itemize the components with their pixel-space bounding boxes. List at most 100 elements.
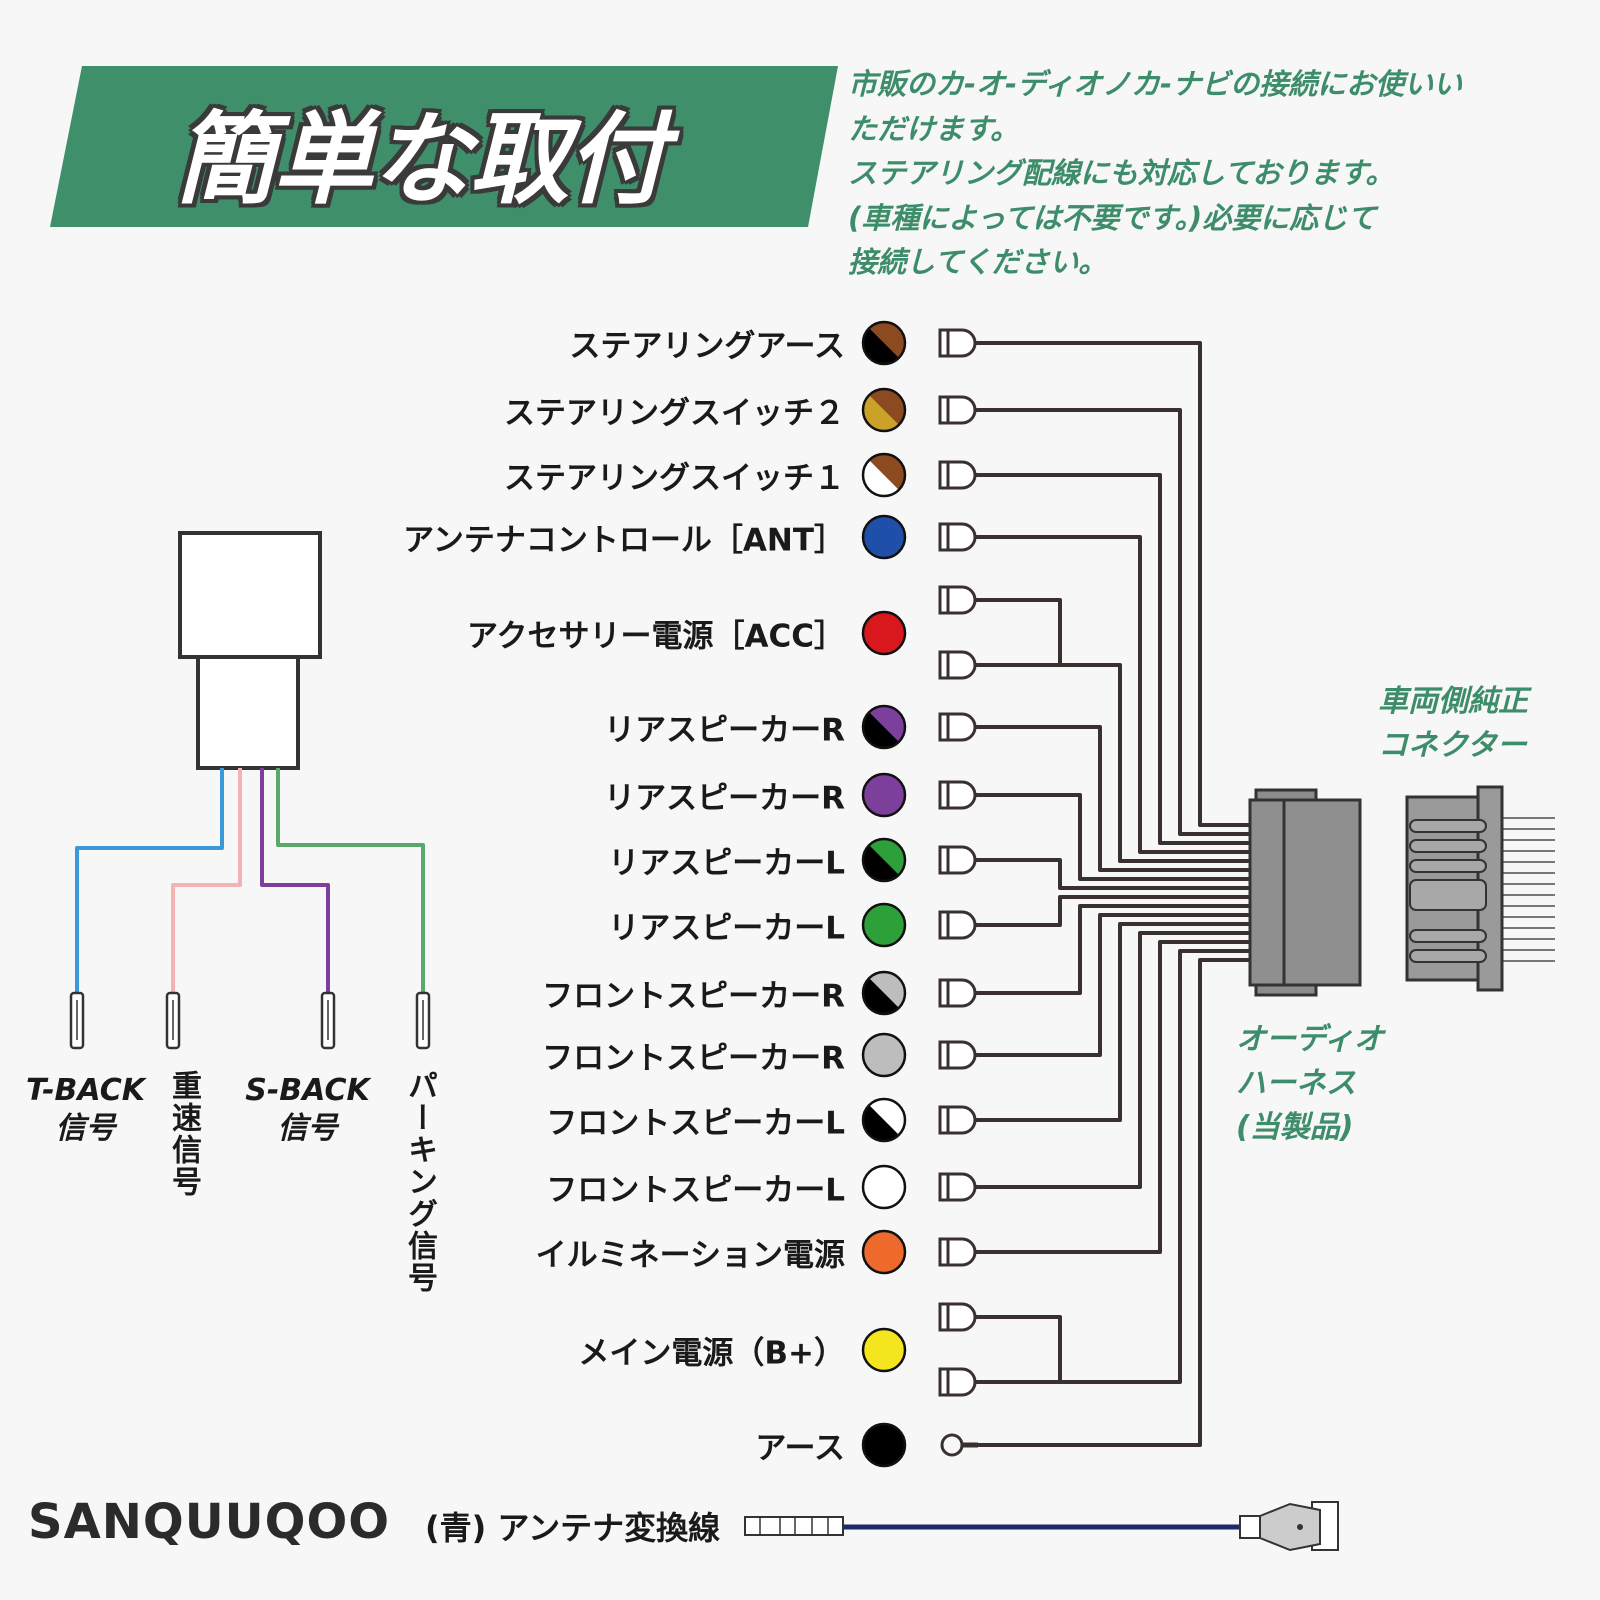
terminal-body	[938, 328, 977, 358]
label-line: ハーネス	[1236, 1066, 1356, 1101]
swatch-stripe	[863, 460, 899, 496]
harness-connector	[1248, 798, 1362, 987]
parking-signal-label: パーキング信号	[402, 1070, 437, 1294]
label-line: 車両側純正	[1378, 684, 1528, 719]
swatch-stripe	[863, 845, 899, 881]
terminal-body	[938, 780, 977, 810]
swatch-outline	[861, 514, 907, 560]
signal-wire	[276, 768, 425, 995]
wire	[975, 904, 1255, 995]
wire	[975, 913, 1255, 1057]
antenna-jack	[1259, 1502, 1321, 1552]
terminal-connector	[938, 328, 977, 358]
antenna-jack-pin	[1297, 1524, 1303, 1530]
vehicle-pin-slot	[1409, 929, 1487, 943]
speed-signal-label: 重速信号	[166, 1070, 201, 1198]
swatch-primary	[863, 612, 905, 654]
swatch-stripe	[863, 395, 899, 431]
antenna-cable	[744, 1501, 1339, 1552]
wire	[975, 931, 1255, 1189]
terminal-connector	[938, 1367, 977, 1397]
swatch-stripe	[863, 1105, 899, 1141]
wire	[975, 958, 1255, 1447]
swatch-outline	[861, 452, 907, 498]
wire-label: ステアリングスイッチ２	[504, 395, 845, 432]
label-line: T-BACK	[26, 1073, 145, 1108]
terminal-connector	[938, 1040, 977, 1070]
label-line: 信号	[55, 1111, 116, 1146]
terminal-connector	[938, 910, 977, 940]
title-banner	[50, 66, 838, 227]
swatch-outline	[861, 1422, 907, 1468]
terminal-connector	[938, 1237, 977, 1267]
wire	[975, 725, 1255, 872]
wire	[975, 408, 1255, 836]
terminal-body	[938, 845, 977, 875]
wire-label: アクセサリー電源［ACC］	[467, 618, 845, 655]
vehicle-pin-slot	[1409, 949, 1487, 963]
wiring-harness	[861, 320, 1255, 1468]
swatch-stripe	[863, 712, 899, 748]
s-back-label: S-BACK 信号	[240, 1072, 375, 1148]
wire-color-swatch	[861, 320, 907, 366]
wire-color-swatch	[861, 1422, 907, 1468]
swatch-primary	[863, 516, 905, 558]
swatch-outline	[861, 1032, 907, 1078]
vehicle-connector-label: 車両側純正 コネクター	[1378, 680, 1528, 768]
wire-color-swatch	[861, 610, 907, 656]
terminal-connector	[938, 1105, 977, 1135]
vehicle-pin-slot	[1409, 879, 1487, 911]
terminal-body	[938, 1040, 977, 1070]
swatch-stripe	[863, 328, 899, 364]
wire-label: リアスピーカーR	[604, 780, 845, 817]
wire-label: アンテナコントロール［ANT］	[403, 522, 845, 559]
wire-color-swatch	[861, 1164, 907, 1210]
terminal-body	[938, 522, 977, 552]
wire	[1060, 949, 1255, 1384]
wire-color-swatch	[861, 902, 907, 948]
wire-color-swatch	[861, 452, 907, 498]
swatch-primary	[863, 904, 905, 946]
terminal-body	[938, 1367, 977, 1397]
terminal-connector	[938, 780, 977, 810]
swatch-outline	[861, 970, 907, 1016]
swatch-primary	[863, 1034, 905, 1076]
terminal-connector	[938, 978, 977, 1008]
label-line: 信号	[277, 1111, 338, 1146]
label-line: (当製品)	[1236, 1110, 1354, 1145]
swatch-primary	[863, 1424, 905, 1466]
swatch-primary	[863, 1231, 905, 1273]
terminal-body	[938, 395, 977, 425]
wire-label: イルミネーション電源	[535, 1237, 845, 1274]
terminal-connector	[938, 585, 977, 615]
wire	[975, 858, 1255, 890]
wire	[975, 341, 1255, 827]
vehicle-pin-slot	[1409, 839, 1487, 853]
wire-color-swatch	[861, 1327, 907, 1373]
wire	[975, 793, 1255, 881]
wire-label: ステアリングアース	[569, 328, 845, 365]
terminal-body	[938, 978, 977, 1008]
wire-color-swatch	[861, 1032, 907, 1078]
wire-label: リアスピーカーL	[608, 845, 845, 882]
signal-module	[69, 531, 431, 1050]
wire-color-swatch	[861, 387, 907, 433]
antenna-jack-collar	[1239, 1515, 1261, 1539]
terminal-connector	[938, 522, 977, 552]
description-line: ただけます。	[848, 111, 1020, 146]
terminal-body	[938, 712, 977, 742]
wire-color-swatch	[861, 1097, 907, 1143]
description-line: 市販のカ-オ-ディオノカ-ナビの接続にお使いい	[848, 67, 1463, 101]
wire	[975, 922, 1255, 1122]
terminal-connector	[938, 650, 977, 680]
swatch-primary	[863, 774, 905, 816]
description-line: 接続してください。	[848, 245, 1108, 279]
vehicle-pin-slot	[1409, 859, 1487, 873]
swatch-outline	[861, 704, 907, 750]
wire-join	[975, 598, 1062, 665]
wire-color-swatch	[861, 772, 907, 818]
terminal-body	[938, 650, 977, 680]
signal-wire	[75, 768, 224, 995]
terminal-body	[938, 1172, 977, 1202]
swatch-outline	[861, 1164, 907, 1210]
